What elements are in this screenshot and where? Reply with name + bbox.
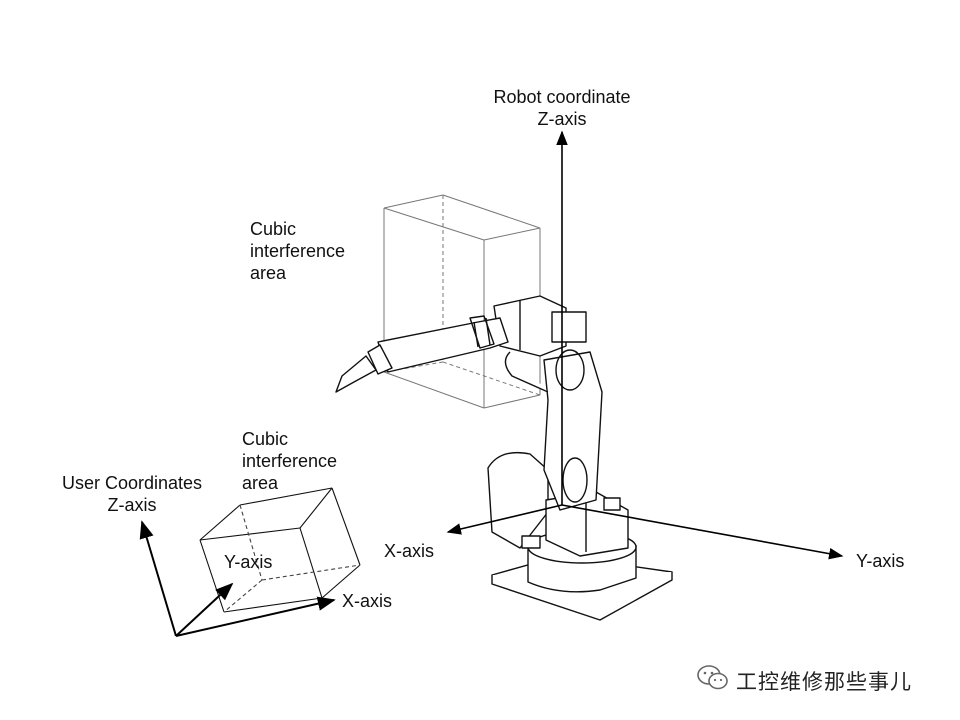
user-interference-cube: [199, 487, 361, 613]
user-x-axis-label: X-axis: [342, 591, 393, 611]
user-z-axis-arrow: [139, 520, 177, 637]
robot-cube-label-line1: Cubic: [250, 219, 297, 239]
user-z-axis-label: User Coordinates Z-axis: [40, 472, 224, 516]
watermark-text: 工控维修那些事儿: [736, 669, 912, 694]
user-cube-label-line3: area: [242, 473, 279, 493]
user-z-axis-label-line1: User Coordinates: [61, 473, 203, 493]
robot-z-axis-label-line2: Z-axis: [537, 109, 587, 129]
wechat-icon: [696, 664, 730, 697]
user-z-axis-label-line2: Z-axis: [107, 495, 157, 515]
user-x-axis-arrow: [175, 596, 336, 637]
robot-cube-label-line2: interference: [250, 241, 346, 261]
user-y-axis-label: Y-axis: [224, 552, 273, 572]
industrial-robot-arm: [335, 295, 673, 621]
robot-x-axis-arrow: [446, 504, 563, 535]
user-cube-label: Cubic interference area: [242, 428, 337, 494]
robot-z-axis-label: Robot coordinate Z-axis: [472, 86, 652, 130]
user-cube-label-line2: interference: [242, 451, 338, 471]
robot-y-axis-arrow: [561, 504, 844, 560]
robot-cube-label: Cubic interference area: [250, 218, 345, 284]
user-coordinate-axes: [139, 520, 336, 637]
robot-coordinate-axes: [446, 130, 844, 560]
robot-cube-label-line3: area: [250, 263, 287, 283]
user-y-axis-arrow: [175, 582, 234, 637]
robot-x-axis-label: X-axis: [384, 541, 435, 561]
robot-y-axis-label: Y-axis: [856, 551, 905, 571]
watermark: 工控维修那些事儿: [696, 664, 912, 697]
robot-z-axis-label-line1: Robot coordinate: [493, 87, 631, 107]
user-cube-label-line1: Cubic: [242, 429, 289, 449]
